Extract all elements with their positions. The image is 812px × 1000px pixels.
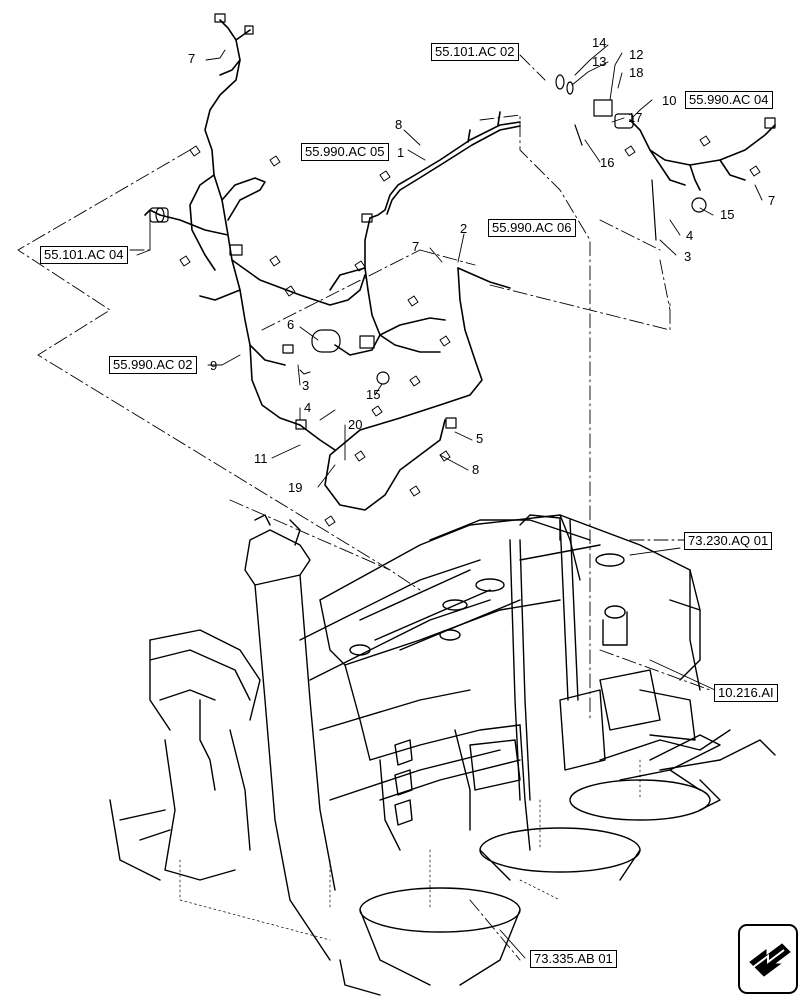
callout-13: 13 — [592, 54, 607, 69]
callout-18: 18 — [629, 65, 644, 80]
callout-2: 2 — [460, 221, 468, 236]
callout-19: 19 — [288, 480, 303, 495]
leader-lines — [136, 44, 763, 959]
callout-8b: 8 — [472, 462, 480, 477]
callout-11: 11 — [254, 451, 268, 466]
callout-5: 5 — [476, 431, 484, 446]
callout-15a: 15 — [366, 387, 381, 402]
callout-4a: 4 — [304, 400, 312, 415]
machine-discs — [339, 734, 776, 996]
callout-7b: 7 — [412, 239, 420, 254]
callout-7a: 7 — [188, 51, 196, 66]
harness-10-connectors — [376, 74, 776, 385]
harness-clips — [179, 135, 761, 527]
callout-17: 17 — [628, 110, 643, 125]
callout-14: 14 — [592, 35, 607, 50]
callout-4b: 4 — [686, 228, 694, 243]
callout-6: 6 — [287, 317, 295, 332]
callout-10: 10 — [662, 93, 677, 108]
harness-10 — [629, 119, 776, 191]
callout-12: 12 — [629, 47, 644, 62]
callout-9: 9 — [210, 358, 218, 373]
callout-3a: 3 — [302, 378, 310, 393]
callout-7c: 7 — [768, 193, 776, 208]
harness-left — [144, 19, 366, 451]
ref-55-990-ac-05[interactable]: 55.990.AC 05 — [301, 143, 389, 161]
callout-8a: 8 — [395, 117, 403, 132]
callout-20: 20 — [348, 417, 363, 432]
callout-1: 1 — [397, 145, 405, 160]
callout-16: 16 — [600, 155, 615, 170]
machine-frame — [109, 514, 501, 961]
ref-55-101-ac-02[interactable]: 55.101.AC 02 — [431, 43, 519, 61]
page-forward-arrow-icon[interactable] — [738, 924, 798, 994]
machine-body-lower — [369, 519, 731, 851]
harness-2-connectors — [311, 213, 457, 429]
ref-55-990-ac-04[interactable]: 55.990.AC 04 — [685, 91, 773, 109]
ref-55-990-ac-06[interactable]: 55.990.AC 06 — [488, 219, 576, 237]
harness-left-connectors — [149, 13, 307, 430]
machine-tank — [319, 514, 701, 761]
callout-3b: 3 — [684, 249, 692, 264]
ref-55-101-ac-04[interactable]: 55.101.AC 04 — [40, 246, 128, 264]
ref-73-230-aq-01[interactable]: 73.230.AQ 01 — [684, 532, 773, 550]
dotted-lines — [179, 759, 641, 941]
harness-1 — [364, 111, 521, 291]
ref-73-335-ab-01[interactable]: 73.335.AB 01 — [530, 950, 617, 968]
ref-55-990-ac-02[interactable]: 55.990.AC 02 — [109, 356, 197, 374]
callout-15b: 15 — [720, 207, 735, 222]
ref-10-216-ai[interactable]: 10.216.AI — [714, 684, 778, 702]
harness-2 — [324, 267, 511, 511]
boundary-lines — [17, 54, 711, 961]
